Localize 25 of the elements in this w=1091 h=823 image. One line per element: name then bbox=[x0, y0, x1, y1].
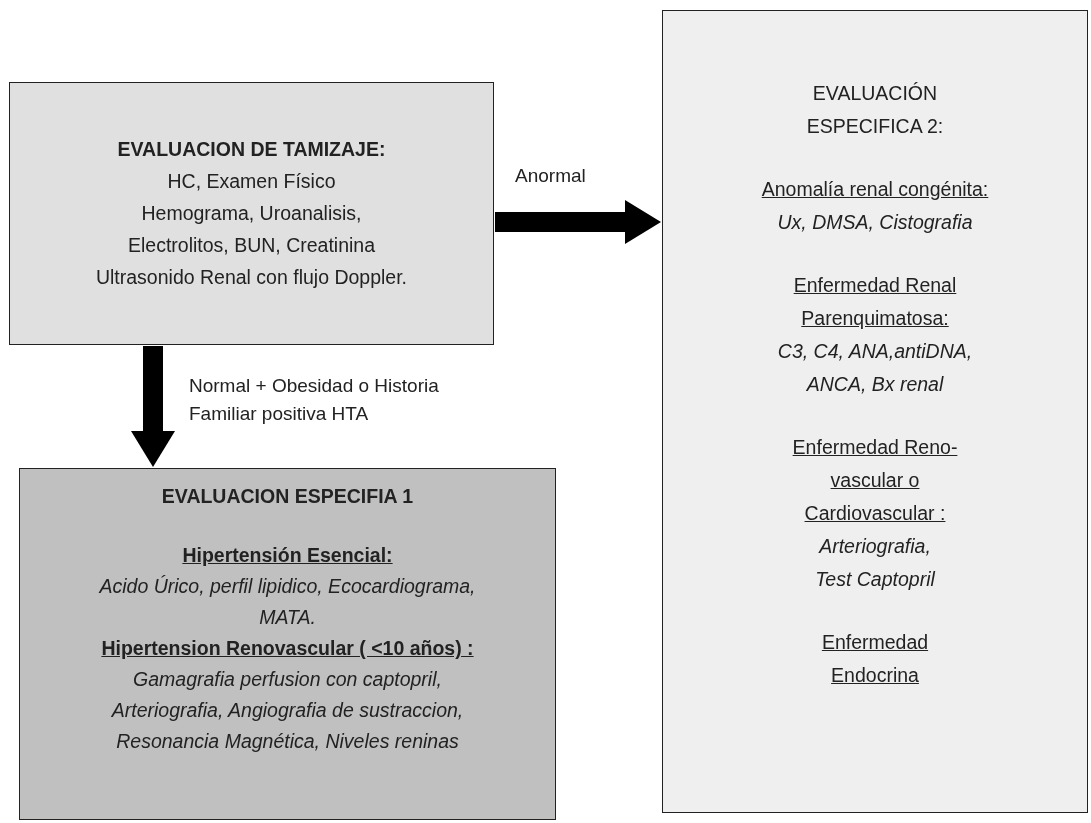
test-list: Ux, DMSA, Cistografia bbox=[777, 206, 973, 239]
block-arrow bbox=[495, 200, 661, 244]
edge-label: Normal + Obesidad o Historia Familiar positiva HTA bbox=[189, 374, 440, 426]
test-list: Gamagrafia perfusion con captopril, Arteriografia, Angiografia de sustraccion, Resonancia Magnética, Niveles reninas bbox=[92, 664, 483, 757]
box-heading: EVALUACION DE TAMIZAJE: bbox=[117, 137, 386, 162]
process-box bbox=[9, 82, 494, 345]
test-list: Arteriografia, Test Captopril bbox=[800, 530, 950, 596]
section-heading: Enfermedad Endocrina bbox=[820, 630, 930, 688]
text-line: HC, Examen Físico bbox=[167, 169, 336, 194]
box-heading: EVALUACION ESPECIFIA 1 bbox=[161, 484, 414, 509]
process-box bbox=[19, 468, 556, 820]
text-line: Electrolitos, BUN, Creatinina bbox=[127, 233, 376, 258]
test-list: Acido Úrico, perfil lipidico, Ecocardiograma, MATA. bbox=[72, 571, 503, 633]
section-heading: Anomalía renal congénita: bbox=[761, 177, 989, 202]
test-list: C3, C4, ANA,antiDNA, ANCA, Bx renal bbox=[755, 335, 995, 401]
process-box bbox=[662, 10, 1088, 813]
text-line: Hemograma, Uroanalisis, bbox=[141, 201, 362, 226]
section-heading: Hipertensión Esencial: bbox=[182, 543, 393, 568]
text-line: Ultrasonido Renal con flujo Doppler. bbox=[95, 265, 408, 290]
edge-label: Anormal bbox=[515, 164, 587, 188]
box-heading: EVALUACIÓN ESPECIFICA 2: bbox=[805, 81, 945, 139]
block-arrow bbox=[131, 346, 175, 467]
section-heading: Enfermedad Renal Parenquimatosa: bbox=[792, 273, 958, 331]
section-heading: Hipertension Renovascular ( <10 años) : bbox=[101, 636, 474, 661]
section-heading: Enfermedad Reno-vascular o Cardiovascular : bbox=[791, 435, 959, 526]
